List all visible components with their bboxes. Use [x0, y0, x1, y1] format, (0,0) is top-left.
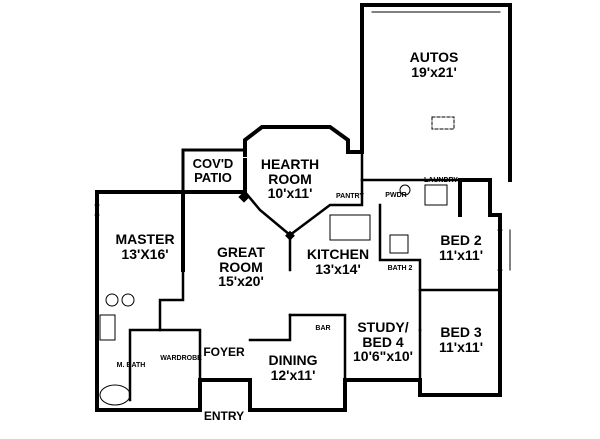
wardrobe-label: WARDROBE — [160, 355, 202, 362]
patio-walls — [181, 148, 247, 194]
column-markers — [238, 191, 295, 241]
kitchen-name: KITCHEN — [306, 246, 370, 262]
interior-walls — [128, 148, 502, 402]
bed3-label: BED 3 11'x11' — [439, 325, 483, 354]
dining-name: DINING — [268, 352, 318, 368]
mbath-label: M. BATH — [116, 362, 146, 369]
bed2-label: BED 2 11'x11' — [439, 233, 483, 262]
study-name-1: STUDY/ — [357, 319, 409, 335]
patio-name-2: PATIO — [194, 169, 232, 185]
master-name: MASTER — [115, 231, 175, 247]
bed3-name: BED 3 — [440, 324, 482, 340]
garage-walls — [360, 3, 512, 182]
windows — [94, 126, 511, 271]
garage-name: AUTOS — [409, 49, 459, 65]
garage-attic-access — [431, 116, 455, 130]
study-name-2: BED 4 — [362, 333, 404, 350]
great-name-2: ROOM — [219, 258, 263, 275]
dining-size: 12'x11' — [270, 366, 316, 383]
dining-label: DINING 12'x11' — [269, 353, 318, 382]
kitchen-size: 13'x14' — [315, 260, 361, 277]
entry-label: ENTRY — [203, 409, 245, 423]
laundry-label: LAUNDRY — [424, 177, 458, 184]
study-size: 10'6"x10' — [352, 348, 414, 365]
study-label: STUDY/ BED 4 10'6"x10' — [353, 320, 413, 364]
bath2-label: BATH 2 — [387, 265, 413, 272]
master-size: 13'X16' — [121, 245, 169, 262]
bed2-name: BED 2 — [440, 232, 482, 248]
bed2-size: 11'x11' — [438, 246, 484, 263]
patio-name-1: COV'D — [192, 156, 234, 171]
bar-label: BAR — [315, 325, 331, 332]
great-size: 15'x20' — [218, 273, 264, 290]
bed3-size: 11'x11' — [438, 338, 484, 355]
main-walls — [133, 158, 502, 412]
pantry-label: PANTRY — [336, 193, 364, 200]
garage-label: AUTOS 19'x21' — [410, 50, 459, 79]
pwdr-label: PWDR — [385, 192, 407, 199]
great-name-1: GREAT — [217, 244, 265, 260]
hearth-name-1: HEARTH — [260, 156, 320, 172]
master-label: MASTER 13'X16' — [115, 232, 174, 261]
great-room-label: GREAT ROOM 15'x20' — [217, 245, 265, 289]
master-walls — [95, 190, 185, 412]
hearth-room-label: HEARTH ROOM 10'x11' — [261, 157, 319, 201]
bath-fixtures — [99, 184, 448, 406]
kitchen-label: KITCHEN 13'x14' — [307, 247, 369, 276]
foyer-label: FOYER — [203, 345, 245, 359]
patio-label: COV'D PATIO — [193, 157, 234, 184]
hearth-size: 10'x11' — [267, 185, 313, 202]
hearth-bay-walls — [243, 125, 364, 157]
hearth-name-2: ROOM — [268, 170, 312, 187]
garage-size: 19'x21' — [411, 63, 457, 80]
